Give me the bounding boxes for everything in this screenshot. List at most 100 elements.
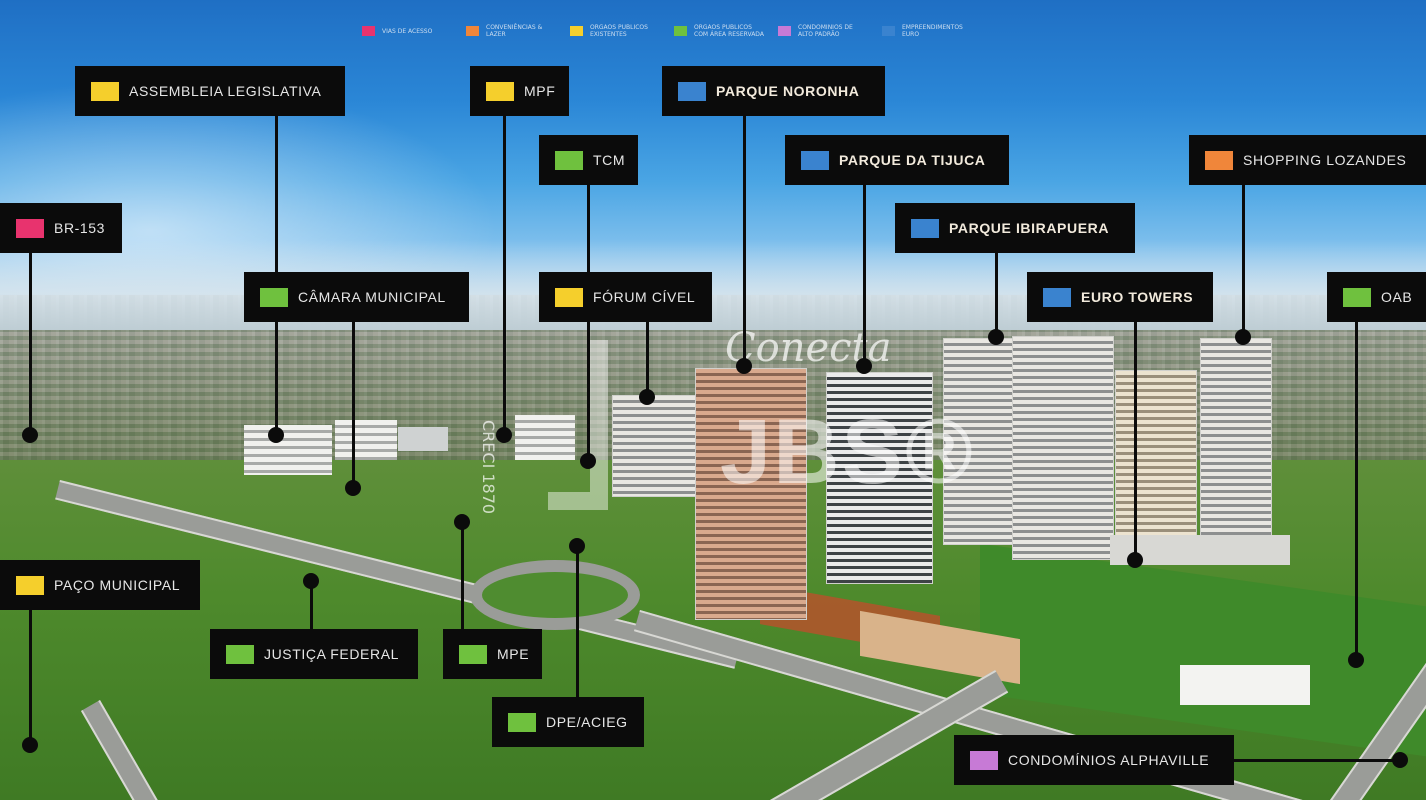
location-pin-icon (736, 358, 752, 374)
leader-line (503, 116, 506, 435)
category-swatch-icon (678, 81, 706, 101)
tower-parque-ibirapuera (943, 338, 1015, 545)
building-assembleia (244, 425, 332, 475)
category-swatch-icon (16, 575, 44, 595)
label-mpe[interactable]: MPE (443, 629, 542, 679)
location-pin-icon (639, 389, 655, 405)
label-paco-municipal[interactable]: Paço Municipal (0, 560, 200, 610)
label-text: BR-153 (54, 220, 106, 236)
leader-line (310, 581, 313, 629)
label-text: TCM (593, 152, 626, 168)
location-pin-icon (580, 453, 596, 469)
building-low (398, 427, 448, 451)
label-camara-municipal[interactable]: Câmara Municipal (244, 272, 469, 322)
label-text: Parque da Tijuca (839, 152, 986, 168)
leader-line (587, 185, 590, 461)
green-swatch-icon (674, 26, 687, 36)
leader-line (1242, 185, 1245, 337)
category-swatch-icon (1205, 150, 1233, 170)
label-text: Assembleia Legislativa (129, 83, 322, 99)
category-swatch-icon (459, 644, 487, 664)
purple-swatch-icon (778, 26, 791, 36)
building-mpf (515, 415, 575, 460)
legend-label: Conveniências & Lazer (486, 24, 543, 38)
label-forum-civel[interactable]: Fórum Cível (539, 272, 712, 322)
pink-swatch-icon (362, 26, 375, 36)
orange-swatch-icon (466, 26, 479, 36)
building-alphaville-club (1180, 665, 1310, 705)
leader-line (995, 253, 998, 337)
category-swatch-icon (970, 750, 998, 770)
location-pin-icon (496, 427, 512, 443)
legend: Vias de Acesso Conveniências & Lazer Órg… (362, 24, 972, 38)
legend-label: Órgãos Públicos Existentes (590, 24, 648, 38)
label-parque-da-tijuca[interactable]: Parque da Tijuca (785, 135, 1009, 185)
legend-label: Órgãos Públicos com Área Reservada (694, 24, 764, 38)
category-swatch-icon (555, 287, 583, 307)
location-pin-icon (22, 737, 38, 753)
blue-swatch-icon (882, 26, 895, 36)
leader-line (1355, 322, 1358, 660)
location-pin-icon (569, 538, 585, 554)
location-pin-icon (1235, 329, 1251, 345)
label-text: Câmara Municipal (298, 289, 446, 305)
leader-line (352, 322, 355, 488)
label-text: Fórum Cível (593, 289, 696, 305)
label-br-153[interactable]: BR-153 (0, 203, 122, 253)
location-pin-icon (988, 329, 1004, 345)
category-swatch-icon (226, 644, 254, 664)
leader-line (29, 253, 32, 435)
location-pin-icon (1127, 552, 1143, 568)
legend-label: Empreendimentos Euro (902, 24, 963, 38)
leader-line (743, 116, 746, 366)
label-dpe-acieg[interactable]: DPE/ACIEG (492, 697, 644, 747)
location-pin-icon (454, 514, 470, 530)
category-swatch-icon (801, 150, 829, 170)
location-pin-icon (1348, 652, 1364, 668)
leader-line (576, 546, 579, 697)
legend-item-conveniencias: Conveniências & Lazer (466, 24, 556, 38)
category-swatch-icon (91, 81, 119, 101)
label-euro-towers[interactable]: Euro Towers (1027, 272, 1213, 322)
label-oab[interactable]: OAB (1327, 272, 1426, 322)
category-swatch-icon (555, 150, 583, 170)
location-pin-icon (1392, 752, 1408, 768)
legend-item-condominios: Condomínios de Alto Padrão (778, 24, 868, 38)
tower-forum (612, 395, 699, 497)
category-swatch-icon (16, 218, 44, 238)
label-text: MPE (497, 646, 530, 662)
legend-label: Vias de Acesso (382, 27, 433, 35)
tower-parque-tijuca (826, 372, 933, 584)
legend-item-orgaos-reservada: Órgãos Públicos com Área Reservada (674, 24, 764, 38)
label-shopping-lozandes[interactable]: Shopping Lozandes (1189, 135, 1426, 185)
label-text: Condomínios Alphaville (1008, 752, 1210, 768)
legend-item-orgaos-existentes: Órgãos Públicos Existentes (570, 24, 660, 38)
category-swatch-icon (486, 81, 514, 101)
label-parque-noronha[interactable]: Parque Noronha (662, 66, 885, 116)
legend-label: Condomínios de Alto Padrão (798, 24, 853, 38)
leader-line (863, 185, 866, 366)
category-swatch-icon (911, 218, 939, 238)
leader-line (1234, 759, 1400, 762)
tower-euro-1 (1012, 336, 1114, 560)
label-text: Euro Towers (1081, 289, 1194, 305)
label-justica-federal[interactable]: Justiça Federal (210, 629, 418, 679)
label-parque-ibirapuera[interactable]: Parque Ibirapuera (895, 203, 1135, 253)
label-mpf[interactable]: MPF (470, 66, 569, 116)
category-swatch-icon (260, 287, 288, 307)
legend-item-euro: Empreendimentos Euro (882, 24, 972, 38)
category-swatch-icon (508, 712, 536, 732)
tower-parque-noronha (695, 368, 807, 620)
label-assembleia-legislativa[interactable]: Assembleia Legislativa (75, 66, 345, 116)
location-pin-icon (22, 427, 38, 443)
leader-line (29, 610, 32, 745)
category-swatch-icon (1343, 287, 1371, 307)
label-text: MPF (524, 83, 556, 99)
label-condominios-alphaville[interactable]: Condomínios Alphaville (954, 735, 1234, 785)
label-text: Paço Municipal (54, 577, 181, 593)
watermark-logo-shape (548, 340, 608, 510)
label-tcm[interactable]: TCM (539, 135, 638, 185)
label-text: Shopping Lozandes (1243, 152, 1407, 168)
leader-line (461, 522, 464, 629)
